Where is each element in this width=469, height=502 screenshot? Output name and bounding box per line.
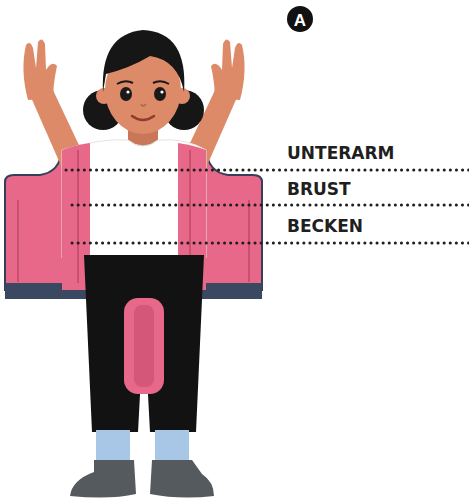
crotch-strap-inner [134,305,154,387]
right-sock [155,430,189,462]
eye-highlight [160,90,163,93]
left-shoe [70,460,136,498]
dotted-line [72,204,469,207]
eyebrow [117,81,133,84]
callout-circle [287,6,313,32]
eyebrow [153,81,169,84]
dotted-line [72,242,469,245]
vest-seam [248,200,250,282]
crotch-strap [124,298,164,394]
eye-highlight [126,90,129,93]
right-shoe [150,460,214,498]
pants [84,255,204,432]
vest-seam [17,200,19,282]
part-name: UNTERARM [287,145,395,162]
part-name: BECKEN [287,218,363,235]
part-name: BRUST [287,181,351,198]
eye [154,87,166,101]
left-sock [96,430,130,462]
nose [141,104,146,106]
left-hand [23,39,57,100]
mouth [132,116,154,120]
callout-letter: A [287,12,313,29]
hair [103,30,185,92]
eye [120,87,132,101]
right-hand [211,39,245,100]
dotted-line [66,169,469,172]
